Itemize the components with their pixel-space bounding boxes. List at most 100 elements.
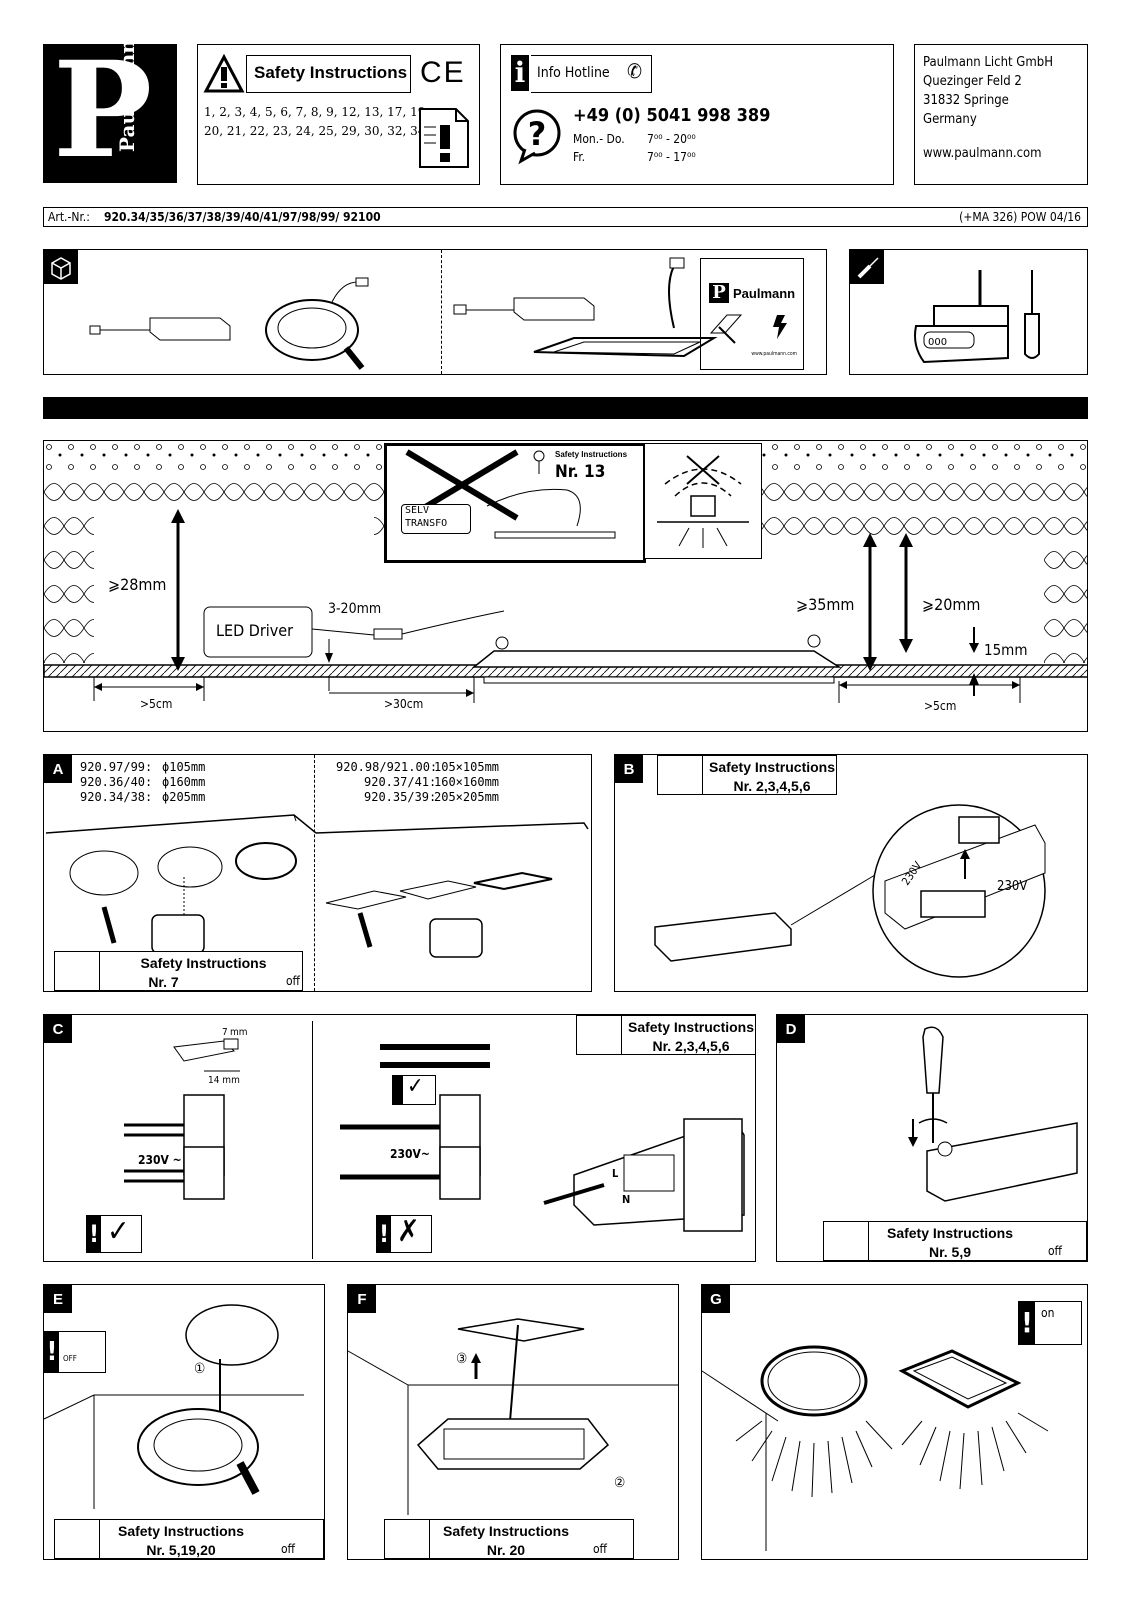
led-driver-label: LED Driver — [216, 621, 294, 640]
warning-icon — [203, 53, 245, 93]
package-brand: Paulmann — [733, 286, 796, 301]
screwdriver-illustration — [1024, 270, 1040, 359]
hotline-days-2: Fr. — [573, 150, 586, 164]
installation-diagram: ⩾28mm 3-20mm LED Driver ⩾35mm ⩾20mm 15mm… — [43, 440, 1088, 732]
c-strip-7: 7 — [222, 1027, 228, 1038]
heat-warning-inset — [644, 443, 762, 559]
e-si-title: Safety Instructions — [117, 1523, 245, 1539]
f-si-nr: Nr. 20 — [486, 1542, 526, 1558]
article-code: (+MA 326) POW 04/16 — [959, 210, 1081, 224]
e-off: off — [280, 1542, 295, 1556]
panel-g-letter: G — [702, 1285, 730, 1313]
panel-a: A 920.97/99: ϕ105mm 920.36/40: ϕ160mm 92… — [43, 754, 592, 992]
dim-20: ⩾20mm — [922, 595, 981, 614]
safety-numbers-2: 20, 21, 22, 23, 24, 25, 29, 30, 32, 34 — [204, 124, 426, 138]
hotline-phone: +49 (0) 5041 998 389 — [573, 105, 771, 126]
ce-mark: CE — [420, 56, 466, 89]
a-round2-code: 920.36/40: — [80, 775, 153, 789]
article-numbers: 920.34/35/36/37/38/39/40/41/97/98/99/ 92… — [104, 210, 381, 224]
c-voltage-left: 230V ~ — [138, 1153, 182, 1167]
f-off: off — [592, 1542, 607, 1556]
hotline-days-1: Mon.- Do. — [573, 132, 625, 146]
g-power-on-icon: ! on — [1018, 1301, 1082, 1345]
company-city: 31832 Springe — [923, 93, 1009, 108]
company-country: Germany — [923, 112, 977, 127]
panel-d-letter: D — [777, 1015, 805, 1043]
brand-letter: P — [53, 33, 153, 188]
company-street: Quezinger Feld 2 — [923, 74, 1022, 89]
company-web[interactable]: www.paulmann.com — [923, 146, 1042, 161]
panel-a-letter: A — [44, 755, 72, 783]
e-power-off-icon: ! OFF — [44, 1331, 106, 1373]
article-label: Art.-Nr.: — [48, 210, 90, 224]
brand-name: Paulmann — [115, 39, 139, 152]
driver-illustration-2 — [453, 297, 595, 321]
c-term-n: N — [622, 1193, 631, 1206]
a-sq2-size: 160×160mm — [434, 775, 500, 789]
dim-15: 15mm — [984, 641, 1028, 659]
wire-strip-drawing — [124, 1038, 240, 1200]
panel-c: C 7 mm 14 mm 230V ~ ! ✓ ✓ 230V~ ! ✗ Safe… — [43, 1014, 756, 1262]
a-sq3-code: 920.35/39: — [364, 790, 437, 804]
g-on-label: on — [1041, 1306, 1055, 1320]
a-si-nr: Nr. 7 — [148, 974, 179, 990]
a-round3-size: ϕ205mm — [162, 790, 206, 804]
a-off-label: off — [285, 974, 300, 988]
c-check-icon: ✓ — [392, 1074, 436, 1105]
f-step-3: ③ — [456, 1351, 468, 1367]
a-si-title: Safety Instructions — [140, 955, 267, 971]
f-step-2: ② — [614, 1475, 626, 1491]
hotline-hours-1: 7⁰⁰ - 20⁰⁰ — [647, 132, 696, 146]
a-round2-size: ϕ160mm — [162, 775, 206, 789]
square-install-drawing — [347, 1318, 678, 1515]
hotline-hours-2: 7⁰⁰ - 17⁰⁰ — [647, 150, 696, 164]
phone-icon: ✆ — [627, 59, 643, 83]
safety-title: Safety Instructions — [254, 63, 408, 82]
a-round1-size: ϕ105mm — [162, 760, 206, 774]
d-si-title: Safety Instructions — [886, 1225, 1014, 1241]
safety-numbers-1: 1, 2, 3, 4, 5, 6, 7, 8, 9, 12, 13, 17, 1… — [204, 105, 426, 119]
d-si-nr: Nr. 5,9 — [928, 1244, 972, 1260]
driver-open-drawing — [654, 804, 1046, 978]
c-voltage-mid: 230V~ — [390, 1147, 430, 1161]
a-sq1-code: 920.98/921.00: — [336, 760, 438, 774]
address-box: Paulmann Licht GmbH Quezinger Feld 2 318… — [914, 44, 1088, 185]
e-off-label: OFF — [63, 1354, 77, 1363]
driver-illustration — [89, 317, 231, 341]
dim-3-20: 3-20mm — [328, 601, 382, 617]
a-sq3-size: 205×205mm — [434, 790, 500, 804]
panel-e-letter: E — [44, 1285, 72, 1313]
dim-35: ⩾35mm — [796, 595, 855, 614]
tools-box: 000 — [849, 249, 1088, 375]
panel-c-letter: C — [44, 1015, 72, 1043]
panel-f-letter: F — [348, 1285, 376, 1313]
c-si-title: Safety Instructions — [627, 1019, 755, 1035]
terminal-drawing — [543, 1118, 745, 1232]
drill-illustration: 000 — [914, 270, 1009, 364]
d-off-label: off — [1047, 1244, 1062, 1258]
b-si-title: Safety Instructions — [708, 759, 836, 775]
a-sq2-code: 920.37/41: — [364, 775, 437, 789]
dist-5cm-right: >5cm — [924, 699, 957, 713]
svg-text:?: ? — [528, 115, 547, 153]
question-icon: ? — [513, 109, 561, 165]
box-icon — [44, 250, 78, 284]
lit-panels-drawing — [701, 1345, 1049, 1551]
article-bar: Art.-Nr.: 920.34/35/36/37/38/39/40/41/97… — [43, 207, 1088, 227]
c-term-l: L — [612, 1167, 619, 1180]
hotline-box: i Info Hotline ✆ ? +49 (0) 5041 998 389 … — [500, 44, 894, 185]
package-web: www.paulmann.com — [751, 351, 797, 357]
section-bar — [43, 397, 1088, 419]
safety-header-box: Safety Instructions CE 1, 2, 3, 4, 5, 6,… — [197, 44, 480, 185]
selv-label-2: TRANSFO — [405, 518, 448, 529]
panel-g: G ! on — [701, 1284, 1088, 1560]
c-wrong-icon: ! ✗ — [376, 1214, 432, 1253]
selv-si-nr: Nr. 13 — [555, 462, 606, 482]
cutout-drawing — [45, 814, 589, 958]
